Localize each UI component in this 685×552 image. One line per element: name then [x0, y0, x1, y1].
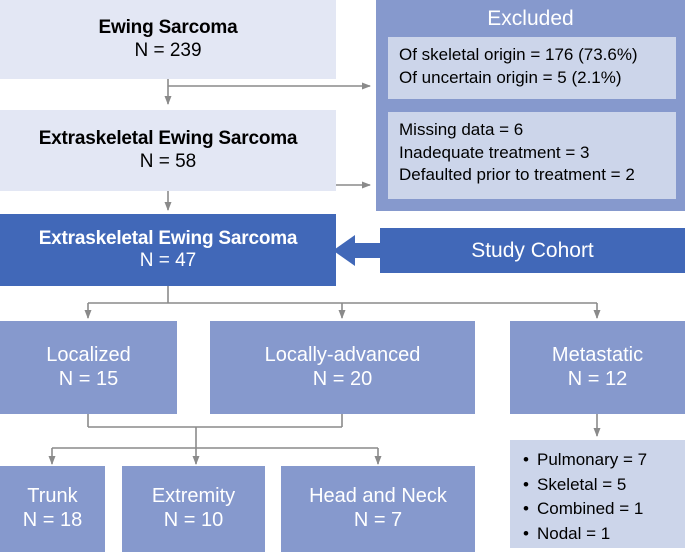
excluded-group-2: Missing data = 6 Inadequate treatment = … — [388, 112, 676, 199]
node-study-cohort: Study Cohort — [380, 228, 685, 273]
node-title: Locally-advanced — [264, 343, 421, 366]
node-head-and-neck: Head and Neck N = 7 — [281, 466, 475, 552]
node-count: N = 10 — [163, 509, 224, 531]
excluded-group-1: Of skeletal origin = 176 (73.6%) Of unce… — [388, 37, 676, 99]
node-count: N = 20 — [312, 367, 373, 390]
node-ewing-sarcoma: Ewing Sarcoma N = 239 — [0, 0, 336, 79]
node-extremity: Extremity N = 10 — [122, 466, 265, 552]
node-title: Ewing Sarcoma — [98, 17, 238, 39]
node-localized: Localized N = 15 — [0, 321, 177, 414]
node-count: N = 15 — [58, 367, 119, 390]
excluded-item: Inadequate treatment = 3 — [399, 142, 590, 162]
node-label: Study Cohort — [471, 238, 594, 262]
node-locally-advanced: Locally-advanced N = 20 — [210, 321, 475, 414]
excluded-item: Of uncertain origin = 5 (2.1%) — [399, 67, 622, 87]
metastatic-sites-list: Pulmonary = 7 Skeletal = 5 Combined = 1 … — [510, 440, 685, 548]
node-count: N = 12 — [567, 367, 628, 390]
node-count: N = 47 — [139, 250, 197, 271]
node-count: N = 58 — [139, 150, 197, 172]
list-item: Pulmonary = 7 — [523, 448, 681, 473]
node-title: Metastatic — [551, 343, 644, 366]
node-extraskeletal-47: Extraskeletal Ewing Sarcoma N = 47 — [0, 214, 336, 286]
excluded-item: Missing data = 6 — [399, 120, 524, 139]
node-count: N = 18 — [22, 509, 83, 531]
list-item: Skeletal = 5 — [523, 473, 681, 498]
node-count: N = 7 — [353, 509, 403, 531]
node-trunk: Trunk N = 18 — [0, 466, 105, 552]
node-count: N = 239 — [134, 39, 202, 61]
node-title: Extremity — [151, 485, 236, 508]
node-extraskeletal-58: Extraskeletal Ewing Sarcoma N = 58 — [0, 110, 336, 191]
node-metastatic: Metastatic N = 12 — [510, 321, 685, 414]
list-item: Nodal = 1 — [523, 522, 681, 547]
study-cohort-arrow — [333, 235, 382, 266]
node-title: Extraskeletal Ewing Sarcoma — [38, 128, 298, 150]
node-title: Head and Neck — [309, 485, 447, 508]
excluded-title: Excluded — [487, 7, 574, 30]
excluded-item: Of skeletal origin = 176 (73.6%) — [399, 45, 638, 64]
node-title: Localized — [46, 343, 131, 366]
list-item: Combined = 1 — [523, 497, 681, 522]
node-title: Trunk — [27, 485, 78, 508]
excluded-item: Defaulted prior to treatment = 2 — [399, 165, 635, 185]
node-title: Extraskeletal Ewing Sarcoma — [38, 227, 298, 249]
